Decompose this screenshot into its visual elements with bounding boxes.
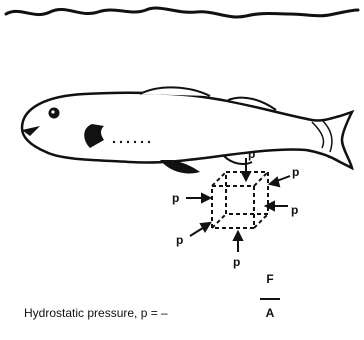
label-p-left-bottom: p — [176, 233, 183, 247]
label-p-top: p — [248, 147, 255, 161]
formula-numerator: F — [256, 272, 284, 288]
pressure-cube — [212, 172, 268, 228]
arrow-top-head — [242, 172, 250, 180]
label-p-left-top: p — [172, 191, 179, 205]
arrow-left-bottom-head — [201, 223, 210, 231]
fish-eye-highlight — [51, 110, 54, 113]
water-surface-line — [6, 8, 358, 17]
formula-denominator: A — [256, 306, 284, 322]
arrow-right-top-head — [270, 178, 279, 186]
arrow-bottom-head — [234, 232, 242, 240]
arrow-left-top-head — [202, 194, 210, 202]
label-p-bottom: p — [233, 255, 240, 269]
fish-body — [22, 93, 352, 168]
fish — [22, 87, 352, 173]
label-p-right: p — [291, 203, 298, 217]
pressure-arrows — [186, 158, 290, 252]
fraction-bar — [260, 298, 280, 300]
label-p-right-top: p — [292, 165, 299, 179]
formula-fraction: F A — [256, 272, 284, 322]
formula-caption: Hydrostatic pressure, p = – — [24, 306, 168, 320]
